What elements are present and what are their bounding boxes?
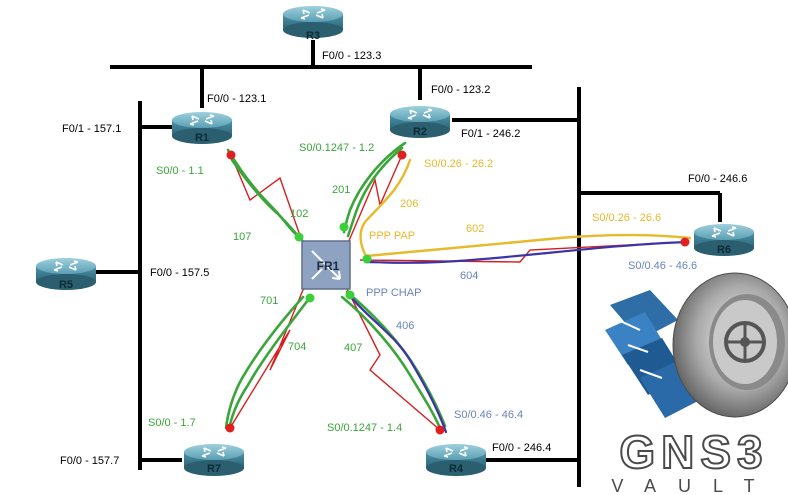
dlci-701: 701 xyxy=(260,295,278,307)
label-r1-f01: F0/1 - 157.1 xyxy=(62,123,121,135)
label-r5-f00: F0/0 - 157.5 xyxy=(150,267,209,279)
blue-ppp-chap-trace xyxy=(348,240,690,434)
label-r7-s00: S0/0 - 1.7 xyxy=(148,417,196,429)
red-link-r4 xyxy=(344,284,441,431)
dlci-107: 107 xyxy=(233,231,251,243)
blue-r6-fr xyxy=(364,240,690,264)
label-r2-s01247: S0/0.1247 - 1.2 xyxy=(299,142,374,154)
dlci-602: 602 xyxy=(466,223,484,235)
gns3-logo-emblem xyxy=(605,272,788,418)
red-link-r1 xyxy=(230,154,306,251)
dot-r7-red xyxy=(225,423,235,433)
label-r2-f01: F0/1 - 246.2 xyxy=(461,128,520,140)
yellow-fr-r6 xyxy=(364,233,692,258)
green-pvc-r4 xyxy=(340,295,442,430)
router-r3-label: R3 xyxy=(306,30,320,42)
dot-r2-red xyxy=(397,150,407,160)
router-r7[interactable]: R7 xyxy=(183,443,245,477)
ppp-chap-label: PPP CHAP xyxy=(366,287,421,299)
blue-fr-r4 xyxy=(348,294,448,434)
dot-r6-red xyxy=(680,237,690,247)
logo-vault-text: VAULT xyxy=(611,476,776,495)
green-pvc-r7-b xyxy=(224,295,305,430)
label-r4-s046: S0/0.46 - 46.4 xyxy=(454,409,523,421)
dlci-206: 206 xyxy=(400,198,418,210)
router-r5-label: R5 xyxy=(59,279,73,291)
yellow-ppp-pap-trace xyxy=(359,158,692,258)
green-pvc-r2-b xyxy=(346,146,404,238)
yellow-r2-fr xyxy=(359,158,412,258)
label-r6-s026: S0/0.26 - 26.6 xyxy=(592,212,661,224)
logo-gns3-text: GNS3 xyxy=(619,426,768,478)
ethernet-links xyxy=(96,40,722,487)
dot-fr-701-green xyxy=(305,293,315,303)
router-r2-label: R2 xyxy=(413,126,427,138)
dot-fr-102-green xyxy=(294,232,304,242)
label-r3-f00: F0/0 - 123.3 xyxy=(322,50,381,62)
label-r6-f00: F0/0 - 246.6 xyxy=(688,173,747,185)
router-r6[interactable]: R6 xyxy=(693,223,755,257)
dlci-704: 704 xyxy=(288,341,306,353)
label-r4-f00: F0/0 - 246.4 xyxy=(492,442,551,454)
dlci-604: 604 xyxy=(460,270,478,282)
label-r7-f00: F0/0 - 157.7 xyxy=(60,455,119,467)
endpoint-dots xyxy=(225,150,690,435)
fr-switch-label: FR1 xyxy=(317,259,340,273)
dot-r1-red xyxy=(226,150,236,160)
router-r5[interactable]: R5 xyxy=(35,257,97,291)
dlci-labels: 102 107 201 206 602 604 701 704 407 406 xyxy=(233,184,484,354)
serial-interface-labels: S0/0 - 1.1 S0/0.1247 - 1.2 S0/0.26 - 26.… xyxy=(148,142,697,434)
ppp-labels: PPP PAP PPP CHAP xyxy=(366,230,421,299)
label-r2-s026: S0/0.26 - 26.2 xyxy=(424,158,493,170)
router-r7-label: R7 xyxy=(207,463,221,475)
router-r4[interactable]: R4 xyxy=(425,443,487,477)
ppp-pap-label: PPP PAP xyxy=(369,230,415,242)
green-pvc-r7 xyxy=(228,298,310,427)
dlci-201: 201 xyxy=(332,184,350,196)
label-r4-s01247: S0/0.1247 - 1.4 xyxy=(327,422,402,434)
green-pvc-r4-b xyxy=(345,290,447,428)
green-pvc-traces xyxy=(224,141,447,430)
dot-fr-407-green xyxy=(345,290,355,300)
label-r1-f00: F0/0 - 123.1 xyxy=(207,93,266,105)
dlci-406: 406 xyxy=(396,320,414,332)
dlci-102: 102 xyxy=(290,208,308,220)
fr-switch[interactable]: FR1 xyxy=(301,240,351,290)
router-r2[interactable]: R2 xyxy=(389,105,451,139)
dlci-407: 407 xyxy=(344,342,362,354)
label-r1-s00: S0/0 - 1.1 xyxy=(156,165,204,177)
router-r6-label: R6 xyxy=(717,244,731,256)
label-r2-f00: F0/0 - 123.2 xyxy=(431,84,490,96)
fr-base-links xyxy=(229,154,686,431)
red-link-r2 xyxy=(344,154,403,251)
router-r1[interactable]: R1 xyxy=(171,111,233,145)
router-r3[interactable]: R3 xyxy=(282,5,344,42)
dot-r4-red xyxy=(435,425,445,435)
dot-r2-green xyxy=(339,222,349,232)
router-r4-label: R4 xyxy=(449,463,464,475)
ethernet-interface-labels: F0/0 - 123.3 F0/0 - 123.1 F0/0 - 123.2 F… xyxy=(60,50,747,467)
gns3-vault-logo: GNS3 VAULT xyxy=(605,272,788,495)
label-r6-s046: S0/0.46 - 46.6 xyxy=(628,260,697,272)
router-r1-label: R1 xyxy=(195,132,209,144)
dot-fr-ppp-green xyxy=(362,254,372,264)
